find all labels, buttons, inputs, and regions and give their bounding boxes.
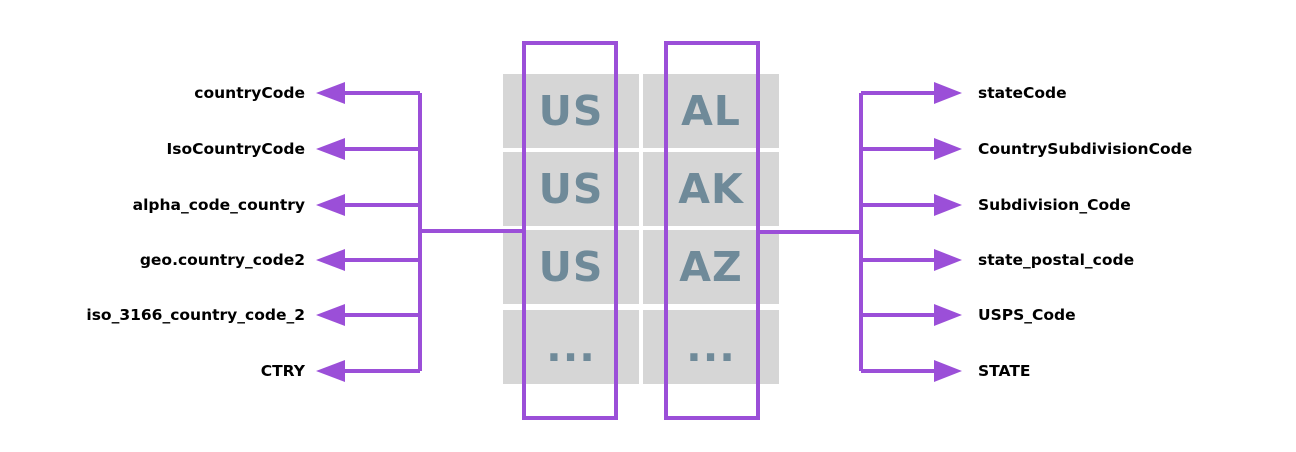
right-arrowhead-2 bbox=[934, 138, 962, 160]
right-field-label: Subdivision_Code bbox=[978, 196, 1131, 214]
left-arrowhead-2 bbox=[316, 138, 345, 160]
left-field-label: countryCode bbox=[194, 84, 305, 102]
right-arrowhead-1 bbox=[934, 82, 962, 104]
right-field-label: stateCode bbox=[978, 84, 1067, 102]
left-arrowhead-4 bbox=[316, 249, 345, 271]
right-arrowhead-6 bbox=[934, 360, 962, 382]
right-field-label: STATE bbox=[978, 362, 1031, 380]
right-arrowhead-3 bbox=[934, 194, 962, 216]
right-arrowhead-4 bbox=[934, 249, 962, 271]
right-field-label: USPS_Code bbox=[978, 306, 1076, 324]
left-arrowhead-3 bbox=[316, 194, 345, 216]
left-arrowhead-6 bbox=[316, 360, 345, 382]
right-arrows bbox=[861, 82, 962, 382]
left-arrows bbox=[316, 82, 420, 382]
left-arrowhead-5 bbox=[316, 304, 345, 326]
left-field-label: IsoCountryCode bbox=[166, 140, 305, 158]
left-field-label: iso_3166_country_code_2 bbox=[86, 306, 305, 324]
left-field-label: alpha_code_country bbox=[132, 196, 305, 214]
state-column-highlight bbox=[664, 41, 760, 420]
country-column-highlight bbox=[522, 41, 618, 420]
right-arrowhead-5 bbox=[934, 304, 962, 326]
right-field-label: CountrySubdivisionCode bbox=[978, 140, 1193, 158]
right-field-label: state_postal_code bbox=[978, 251, 1135, 269]
left-arrowhead-1 bbox=[316, 82, 345, 104]
left-field-label: CTRY bbox=[260, 362, 305, 380]
left-field-label: geo.country_code2 bbox=[139, 251, 305, 269]
